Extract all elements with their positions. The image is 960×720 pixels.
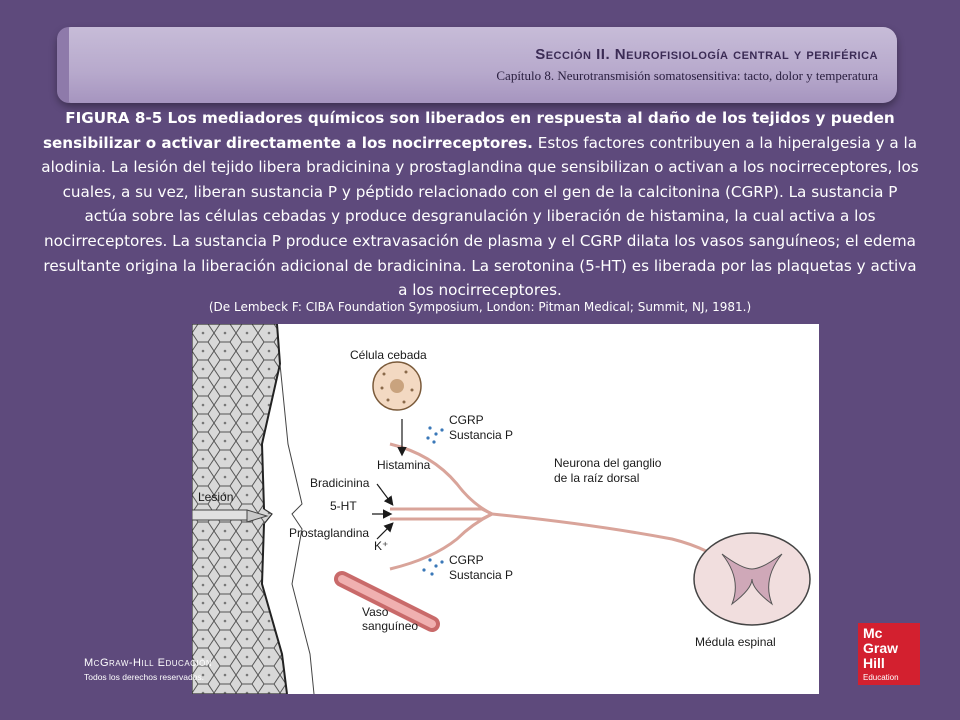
label-vessel-2: sanguíneo (362, 619, 418, 633)
label-spinal-cord: Médula espinal (695, 635, 776, 649)
header-band (57, 27, 897, 103)
label-ganglion-1: Neurona del ganglio (554, 456, 662, 470)
footer-rights: Todos los derechos reservados. (84, 672, 205, 682)
label-histamine: Histamina (377, 458, 431, 472)
chapter-title: Capítulo 8. Neurotransmisión somatosensi… (496, 68, 878, 83)
logo-line-3: Hill (863, 655, 885, 671)
logo-line-1: Mc (863, 625, 883, 641)
label-substance-p-bottom: Sustancia P (449, 568, 513, 582)
logo-line-2: Graw (863, 640, 899, 656)
skin-tissue (191, 323, 288, 695)
label-cgrp-top: CGRP (449, 413, 484, 427)
label-potassium: K⁺ (374, 539, 388, 553)
label-vessel-1: Vaso (362, 605, 389, 619)
cgrp-dots-top (426, 426, 444, 444)
label-ganglion-2: de la raíz dorsal (554, 471, 639, 485)
logo-line-4: Education (863, 673, 899, 682)
cgrp-dots-bottom (422, 558, 444, 576)
label-bradykinin: Bradicinina (310, 476, 370, 490)
caption-source: (De Lembeck F: CIBA Foundation Symposium… (208, 300, 752, 314)
mcgraw-hill-logo: Mc Graw Hill Education (858, 623, 920, 685)
label-mast-cell: Célula cebada (350, 348, 427, 362)
header-accent (57, 27, 69, 103)
caption-body: Estos factores contribuyen a la hiperalg… (41, 133, 919, 300)
nerve-fiber (491, 512, 734, 571)
label-substance-p-top: Sustancia P (449, 428, 513, 442)
figure-caption: FIGURA 8-5 Los mediadores químicos son l… (40, 106, 920, 303)
scalpel-icon (191, 509, 269, 523)
label-serotonin: 5-HT (330, 499, 357, 513)
caption-bold: FIGURA 8-5 Los mediadores químicos son l… (42, 109, 895, 152)
figure-illustration: Célula cebada CGRP Sustancia P Histamina… (191, 323, 819, 695)
label-prostaglandin: Prostaglandina (289, 526, 369, 540)
section-title: Sección II. Neurofisiología central y pe… (535, 46, 878, 63)
footer-brand: McGraw-Hill Educación (84, 657, 213, 669)
label-injury: Lesión (198, 490, 233, 504)
label-cgrp-bottom: CGRP (449, 553, 484, 567)
figure-svg: Célula cebada CGRP Sustancia P Histamina… (191, 323, 811, 695)
